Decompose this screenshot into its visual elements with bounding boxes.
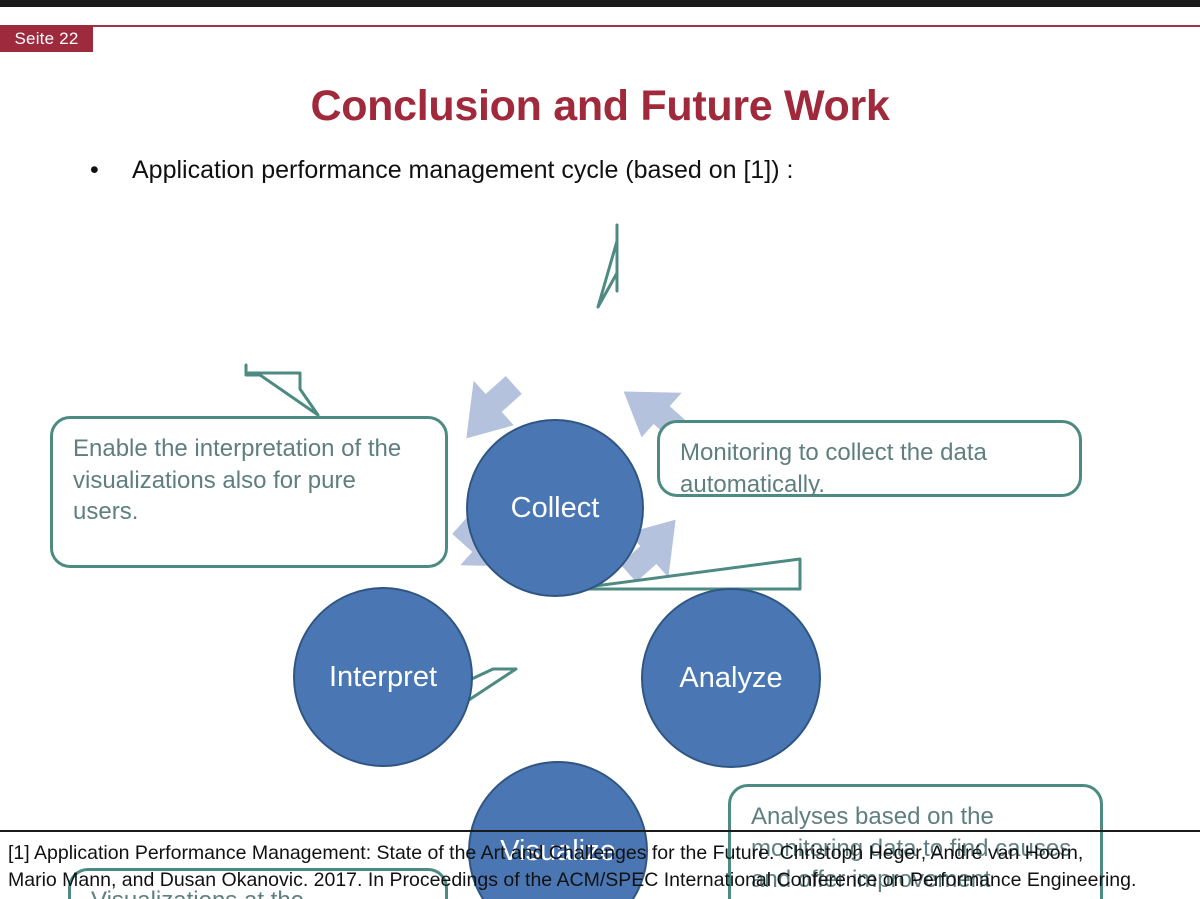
footer-divider-rule	[0, 830, 1200, 832]
callout-tail-collect	[596, 223, 619, 309]
callout-analyze: Analyses based on the monitoring data to…	[728, 784, 1103, 899]
cycle-node-collect-label: Collect	[510, 491, 600, 524]
header-divider-rule	[0, 25, 1200, 27]
bullet-item: • Application performance management cyc…	[90, 155, 1090, 186]
arrow-interpret-to-collect	[466, 375, 522, 439]
callout-interpret-text: Enable the interpretation of the visuali…	[73, 435, 402, 526]
cycle-node-collect[interactable]: Collect	[466, 419, 644, 597]
footer-citation: [1] Application Performance Management: …	[8, 840, 1198, 893]
callout-visualize: Visualizations at the transformation lev…	[68, 868, 448, 899]
callout-tail-interpret	[244, 363, 320, 417]
page-number-badge: Seite 22	[0, 25, 93, 52]
callout-analyze-text: Analyses based on the monitoring data to…	[751, 803, 1072, 899]
callout-visualize-text: Visualizations at the transformation lev…	[91, 887, 307, 899]
footer-citation-line-1: [1] Application Performance Management: …	[8, 842, 1084, 864]
cycle-node-interpret-label: Interpret	[329, 660, 437, 693]
callout-collect-text: Monitoring to collect the data automatic…	[680, 439, 987, 498]
apm-cycle-diagram: Collect Analyze Visualize Interpret Enab…	[0, 195, 1200, 899]
cycle-node-visualize-label: Visualize	[500, 834, 616, 867]
cycle-node-analyze-label: Analyze	[679, 661, 783, 694]
bullet-item-label: Application performance management cycle…	[132, 156, 794, 184]
bullet-marker-icon: •	[90, 156, 99, 184]
cycle-node-interpret[interactable]: Interpret	[293, 587, 473, 767]
callout-collect: Monitoring to collect the data automatic…	[657, 420, 1082, 498]
cycle-node-analyze[interactable]: Analyze	[641, 588, 821, 768]
footer-citation-line-2: Mario Mann, and Dusan Okanovic. 2017. In…	[8, 868, 1137, 891]
page-title: Conclusion and Future Work	[310, 82, 890, 130]
callout-interpret: Enable the interpretation of the visuali…	[50, 416, 448, 568]
top-dark-bar	[0, 0, 1200, 7]
